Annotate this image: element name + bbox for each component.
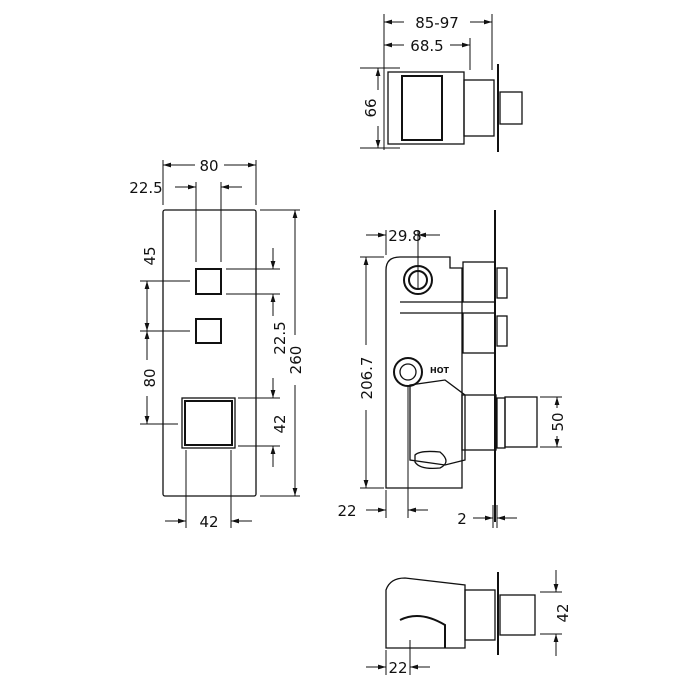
bottom-view: 42 22: [366, 570, 572, 677]
dim-handle-dia: 50: [549, 412, 567, 431]
dim-body-height: 206.7: [358, 357, 376, 400]
diverter-button-1: [195, 268, 222, 295]
hot-inlet-port: [393, 357, 423, 387]
dim-handle-width: 42: [199, 513, 218, 531]
dim-bottom-handle: 42: [554, 603, 572, 622]
faceplate: [162, 209, 257, 497]
dim-plate-thickness: 2: [457, 510, 467, 528]
front-view: 80 22.5 45 80 22.5 260 42 42: [129, 157, 305, 531]
handle-inner: [184, 400, 233, 446]
dim-overall-depth: 85-97: [415, 14, 459, 32]
dim-inlet-offset: 22: [337, 502, 356, 520]
side-view: HOT 206.7 29.8 22 2 50: [337, 210, 567, 528]
dim-top-to-button: 45: [141, 246, 159, 265]
hot-label: HOT: [430, 366, 449, 375]
dim-button-gap: 22.5: [271, 321, 289, 354]
dim-body-depth: 68.5: [410, 37, 443, 55]
top-view: 85-97 68.5 66: [360, 14, 523, 152]
handle-outer: [181, 397, 236, 449]
dim-button-spacing: 80: [141, 368, 159, 387]
dim-button-offset: 22.5: [129, 179, 162, 197]
dim-plate-height: 260: [287, 346, 305, 375]
diverter-button-2: [195, 318, 222, 344]
dim-plate-width: 80: [199, 157, 218, 175]
dim-bottom-inlet: 22: [388, 659, 407, 677]
dim-outlet-spacing: 29.8: [388, 227, 421, 245]
dim-handle-height: 42: [271, 414, 289, 433]
dim-top-height: 66: [362, 98, 380, 117]
